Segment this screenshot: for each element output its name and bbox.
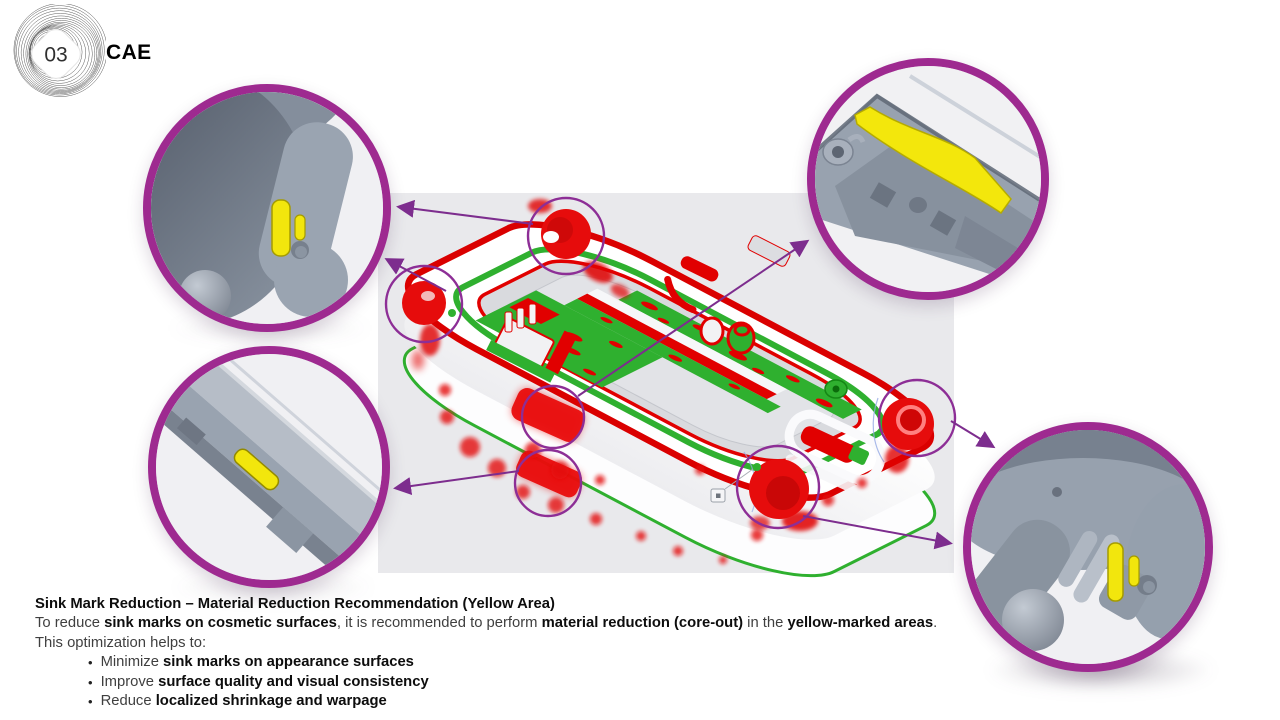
recommendation-body-line: To reduce sink marks on cosmetic surface…	[35, 615, 938, 632]
arrow-to-bottom-right-callout	[950, 420, 996, 449]
benefit-text: Minimize sink marks on appearance surfac…	[100, 654, 414, 671]
benefit-text: Improve surface quality and visual consi…	[100, 673, 429, 690]
chapter-number-badge	[31, 29, 81, 79]
chapter-logo: 03	[13, 4, 106, 97]
recommendation-text-block: Sink Mark Reduction – Material Reduction…	[35, 595, 1250, 711]
benefit-item: • Reduce localized shrinkage and warpage	[88, 692, 1250, 711]
benefit-text: Reduce localized shrinkage and warpage	[100, 693, 387, 710]
recommendation-intro-line: This optimization helps to:	[35, 634, 207, 651]
recommendation-heading: Sink Mark Reduction – Material Reduction…	[35, 596, 555, 612]
callout-rail-bottom-left	[148, 346, 390, 588]
bullet-icon: •	[88, 674, 93, 690]
yellow-core-out-area	[294, 214, 306, 241]
benefit-item: • Improve surface quality and visual con…	[88, 673, 1250, 692]
yellow-core-out-area	[271, 199, 291, 257]
yellow-core-out-area	[854, 106, 1012, 215]
benefit-list: • Minimize sink marks on appearance surf…	[35, 653, 1250, 711]
bullet-icon: •	[88, 655, 93, 671]
yellow-core-out-area	[1107, 542, 1124, 602]
yellow-core-out-area	[1128, 555, 1140, 587]
callout-lug-top-left	[143, 84, 391, 332]
chapter-number: 03	[44, 44, 67, 67]
callout-rail-top-right	[807, 58, 1049, 300]
yellow-core-out-area	[233, 448, 280, 491]
bullet-icon: •	[88, 694, 93, 710]
benefit-item: • Minimize sink marks on appearance surf…	[88, 653, 1250, 672]
slide-title: CAE	[106, 41, 152, 64]
